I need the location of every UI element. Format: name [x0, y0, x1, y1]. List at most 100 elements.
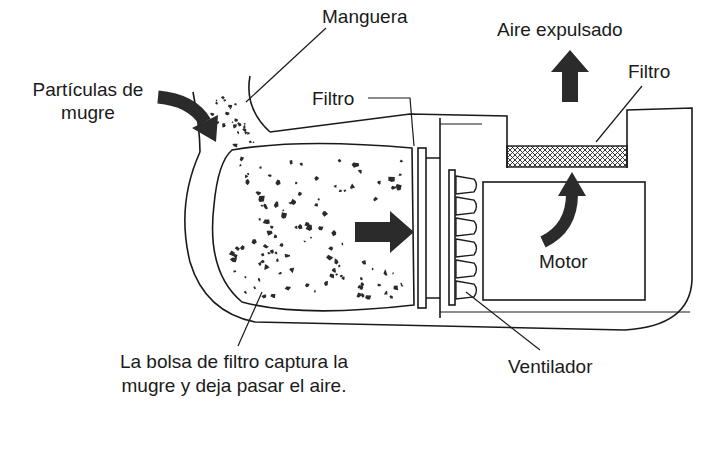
dirt-particle: [304, 222, 309, 226]
dirt-particle: [263, 244, 269, 249]
dirt-particle: [400, 283, 402, 286]
dirt-particle: [225, 112, 229, 116]
dirt-particle: [210, 113, 214, 116]
exhaust-arrow: [551, 50, 589, 102]
dirt-particle: [298, 192, 302, 196]
dirt-particle: [314, 176, 319, 181]
dirt-particle: [270, 294, 275, 298]
dirt-particle: [233, 124, 237, 128]
dirt-particle: [289, 268, 294, 273]
dirt-particle: [240, 245, 245, 250]
dirt-particle: [332, 268, 336, 272]
part-label: Aire expulsado: [497, 18, 623, 41]
dirt-particle: [247, 173, 249, 175]
dirt-particle: [242, 128, 246, 132]
dirt-particle: [244, 276, 246, 279]
dirt-particle: [258, 278, 260, 282]
part-label: Filtro: [628, 60, 670, 83]
dirt-particle: [244, 131, 247, 134]
dirt-particle: [260, 166, 262, 169]
dirt-particle: [274, 201, 279, 208]
dirt-particle: [244, 291, 247, 294]
dirt-particle: [377, 181, 381, 185]
dirt-particle: [253, 142, 255, 144]
note-label: La bolsa de filtro captura la mugre y de…: [98, 350, 370, 398]
exhaust-wall: [507, 120, 627, 168]
dirt-particle: [294, 226, 297, 229]
leader-line: [596, 86, 642, 142]
leader-line: [238, 292, 262, 346]
air-arrow: [543, 194, 572, 242]
fan-blade: [456, 239, 477, 257]
dirt-particle: [264, 264, 269, 270]
dirt-particle: [304, 241, 306, 243]
dirt-particle: [270, 250, 274, 255]
dirt-particle: [326, 255, 333, 261]
flow-arrow: [158, 97, 205, 122]
leader-line: [368, 98, 414, 146]
dirt-particle: [275, 252, 278, 255]
dirt-particle: [388, 177, 395, 182]
dirt-particle: [290, 160, 293, 164]
dirt-particle: [392, 272, 393, 274]
dirt-particle: [240, 157, 244, 162]
dirt-particle: [243, 125, 245, 129]
dirt-particle: [373, 197, 378, 202]
dirt-particle: [361, 293, 364, 298]
hose-wall: [249, 76, 270, 132]
dirt-particle: [344, 189, 347, 192]
dirt-particle: [334, 258, 338, 264]
dirt-particle: [360, 277, 363, 280]
dirt-particle: [239, 164, 241, 166]
dirt-particle: [281, 212, 287, 219]
dirt-particle: [268, 174, 272, 177]
dirt-particle: [221, 96, 225, 99]
dirt-particle: [260, 205, 263, 207]
dirt-particle: [256, 191, 262, 195]
dirt-particle: [391, 186, 396, 190]
fan-blades: [456, 176, 477, 299]
dirt-particle: [338, 264, 340, 267]
dirt-particle: [238, 123, 241, 127]
fan-blade: [456, 197, 477, 215]
dirt-particle: [252, 239, 257, 244]
filter-bracket: [426, 158, 440, 298]
dirt-particle: [390, 295, 393, 298]
dirt-particle: [299, 162, 302, 165]
dirt-particle: [263, 219, 270, 224]
dirt-particle: [228, 105, 232, 108]
part-label: Manguera: [322, 5, 408, 28]
dirt-particle: [245, 175, 248, 179]
dirt-particle: [233, 270, 236, 272]
dirt-particle: [275, 179, 280, 185]
dirt-particle: [396, 184, 402, 190]
part-label: Ventilador: [508, 355, 593, 378]
dirt-particle: [258, 218, 261, 221]
dirt-particles: [210, 96, 403, 300]
dirt-particle: [215, 101, 218, 104]
dirt-particle: [247, 132, 250, 135]
dirt-particle: [360, 282, 364, 286]
compartment-wall: [439, 118, 441, 318]
dirt-particle: [222, 123, 225, 126]
dirt-particle: [276, 258, 279, 262]
dirt-particle: [350, 184, 355, 189]
dirt-particle: [298, 224, 303, 229]
dirt-particle: [253, 286, 256, 289]
dirt-particle: [270, 226, 273, 229]
dirt-particle: [295, 181, 298, 184]
dirt-particle: [230, 258, 237, 263]
dirt-particle: [234, 118, 238, 121]
dirt-particle: [329, 274, 334, 279]
dirt-particle: [338, 159, 342, 163]
dirt-particle: [289, 202, 292, 204]
filter-bag: [213, 143, 414, 310]
dirt-particle: [365, 295, 371, 299]
dirt-particle: [357, 293, 362, 298]
dirt-particle: [399, 173, 402, 175]
flow-arrow: [355, 211, 414, 253]
dirt-particle: [232, 144, 237, 147]
arrow-head: [558, 172, 586, 196]
